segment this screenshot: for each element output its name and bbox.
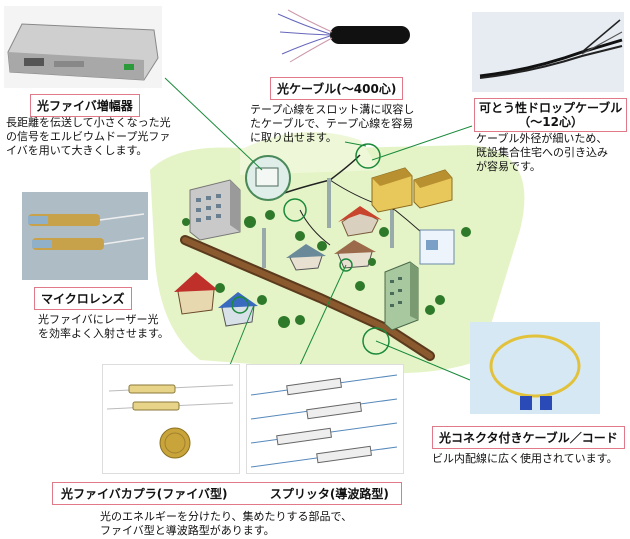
drop-cable-photo: [472, 12, 624, 92]
coupler-desc-line: ファイバ型と導波路型があります。: [100, 524, 275, 537]
microlens-description: 光ファイバにレーザー光 を効率よく入射させます。: [38, 313, 188, 341]
amplifier-photo: [4, 6, 162, 88]
connector-cable-photo: [470, 322, 600, 414]
splitter-photo: [246, 364, 404, 474]
coupler-photo: [102, 364, 240, 474]
cable-desc-line: たケーブルで、テープ心線を容易: [250, 117, 414, 130]
microlens-label: マイクロレンズ: [34, 287, 132, 310]
coupler-splitter-description: 光のエネルギーを分けたり、集めたりする部品で、 ファイバ型と導波路型があります。: [100, 510, 400, 538]
coupler-title: 光ファイバカプラ(ファイバ型): [61, 487, 228, 501]
drop-cable-label: 可とう性ドロップケーブル （～12心）: [474, 98, 628, 132]
coupler-desc-line: 光のエネルギーを分けたり、集めたりする部品で、: [100, 510, 353, 523]
drop-desc-line: 既設集合住宅への引き込み: [476, 146, 608, 159]
coupler-splitter-label: 光ファイバカプラ(ファイバ型) スプリッタ(導波路型): [52, 482, 402, 505]
connector-desc-line: ビル内配線に広く使用されています。: [432, 452, 618, 465]
drop-cable-title: 可とう性ドロップケーブル: [479, 101, 623, 115]
amplifier-desc-line: 長距離を伝送して小さくなった光: [6, 116, 171, 129]
drop-desc-line: ケーブル外径が細いため、: [476, 132, 608, 145]
drop-cable-description: ケーブル外径が細いため、 既設集合住宅への引き込み が容易です。: [476, 132, 626, 174]
amplifier-desc-line: イバを用いて大きくします。: [6, 144, 148, 157]
splitter-title: スプリッタ(導波路型): [269, 487, 389, 501]
microlens-desc-line: を効率よく入射させます。: [38, 327, 169, 340]
drop-desc-line: が容易です。: [476, 160, 541, 173]
optical-cable-description: テープ心線をスロット溝に収容し たケーブルで、テープ心線を容易 に取り出せます。: [250, 103, 450, 145]
connector-cable-description: ビル内配線に広く使用されています。: [432, 452, 628, 466]
amplifier-label: 光ファイバ増幅器: [30, 94, 140, 117]
connector-cable-label: 光コネクタ付きケーブル／コード: [432, 426, 625, 449]
microlens-desc-line: 光ファイバにレーザー光: [38, 313, 159, 326]
amplifier-desc-line: の信号をエルビウムドープ光ファ: [6, 130, 171, 143]
amplifier-description: 長距離を伝送して小さくなった光 の信号をエルビウムドープ光ファ イバを用いて大き…: [6, 116, 196, 158]
optical-cable-label: 光ケーブル(～400心): [270, 77, 404, 100]
microlens-photo: [22, 192, 148, 280]
cable-desc-line: に取り出せます。: [250, 131, 337, 144]
drop-cable-subtitle: （～12心）: [518, 115, 583, 129]
optical-cable-photo: [270, 4, 410, 70]
cable-desc-line: テープ心線をスロット溝に収容し: [250, 103, 415, 116]
